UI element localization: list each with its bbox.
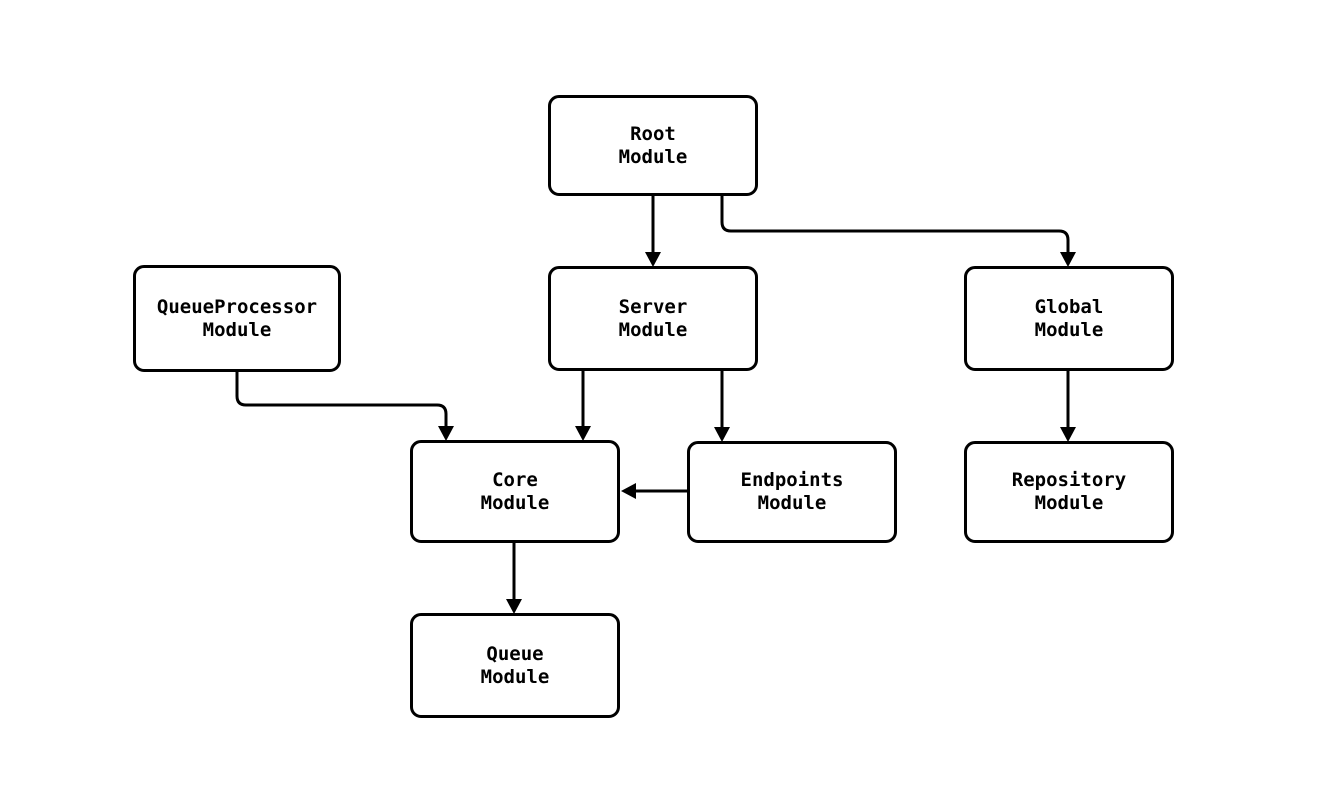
arrowhead-endpoints-to-core	[621, 483, 636, 499]
arrowhead-server-to-endpoints	[714, 427, 730, 442]
node-label-line1: Repository	[1011, 469, 1127, 491]
arrowhead-queueprocessor-to-core	[438, 426, 454, 441]
node-label-line2: Module	[480, 491, 550, 514]
edge-root-to-global	[720, 196, 1070, 254]
arrowhead-global-to-repository	[1060, 427, 1076, 442]
arrowhead-core-to-queue	[506, 599, 522, 614]
edge-queueprocessor-to-core	[235, 372, 448, 428]
node-label-line2: Module	[618, 318, 688, 341]
node-label-line2: Module	[480, 665, 550, 688]
node-label-line1: Endpoints	[740, 469, 844, 491]
node-root-module[interactable]: Root Module	[548, 95, 758, 196]
arrowhead-root-to-server	[645, 252, 661, 267]
node-label-line1: Root	[630, 122, 676, 145]
node-label-line1: QueueProcessor	[156, 295, 318, 318]
node-label-line1: Global	[1034, 295, 1104, 318]
node-repository-module[interactable]: Repository Module	[964, 441, 1174, 543]
node-label-line1: Queue	[486, 642, 544, 665]
arrowhead-root-to-global	[1060, 252, 1076, 267]
node-label-line2: Module	[1034, 318, 1104, 341]
node-queue-module[interactable]: Queue Module	[410, 613, 620, 718]
node-core-module[interactable]: Core Module	[410, 440, 620, 543]
node-label-line2: Module	[1034, 492, 1104, 514]
node-server-module[interactable]: Server Module	[548, 266, 758, 371]
node-label-line1: Core	[492, 468, 538, 491]
node-endpoints-module[interactable]: Endpoints Module	[687, 441, 897, 543]
arrowhead-server-to-core	[575, 426, 591, 441]
node-queueprocessor-module[interactable]: QueueProcessor Module	[133, 265, 341, 372]
node-label-line1: Server	[618, 295, 688, 318]
node-label-line2: Module	[757, 492, 827, 514]
node-label-line2: Module	[618, 145, 688, 168]
node-label-line2: Module	[202, 318, 272, 341]
node-global-module[interactable]: Global Module	[964, 266, 1174, 371]
